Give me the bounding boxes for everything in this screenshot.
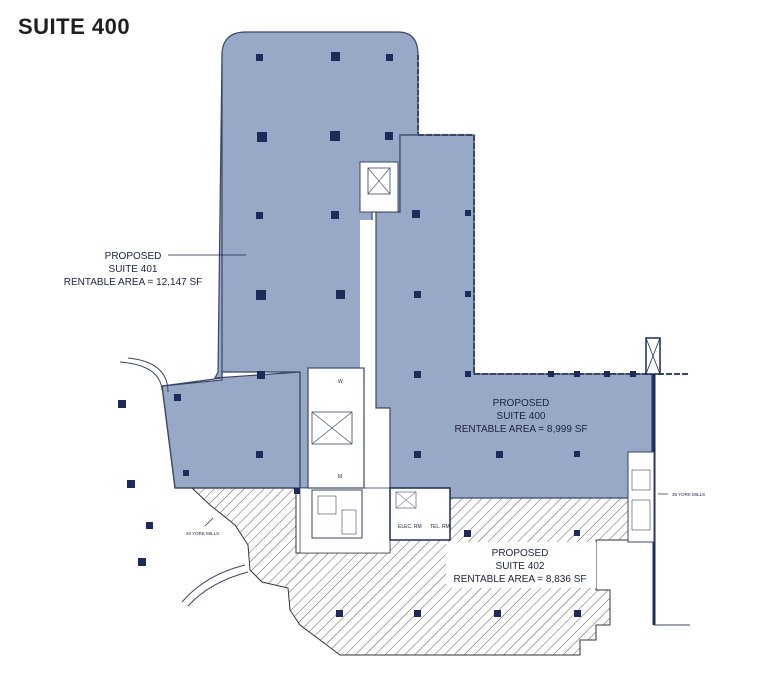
page-title: SUITE 400: [18, 14, 131, 39]
elec-room-label: ELEC. RM: [398, 524, 422, 530]
svg-text:RENTABLE AREA = 8,999 SF: RENTABLE AREA = 8,999 SF: [455, 424, 588, 435]
elec-tel-core: [389, 487, 451, 541]
suite-400-label: PROPOSED SUITE 400 RENTABLE AREA = 8,999…: [455, 398, 588, 435]
svg-text:RENTABLE AREA = 12,147 SF: RENTABLE AREA = 12,147 SF: [64, 277, 203, 288]
suite-400-area[interactable]: [375, 134, 653, 499]
svg-text:PROPOSED: PROPOSED: [105, 251, 162, 262]
stair-core-north: [359, 161, 399, 213]
tel-room-label: TEL. RM: [430, 524, 450, 530]
svg-text:SUITE 400: SUITE 400: [497, 411, 546, 422]
washroom-m-label: M: [338, 474, 342, 480]
svg-text:RENTABLE AREA = 8,836 SF: RENTABLE AREA = 8,836 SF: [454, 574, 587, 585]
washroom-core: [307, 367, 365, 489]
stair-core-east: [627, 451, 655, 543]
suite-401-label: PROPOSED SUITE 401 RENTABLE AREA = 12,14…: [64, 251, 246, 288]
york-mills-10-reference: 10 YORK MILLS: [186, 517, 219, 536]
svg-text:SUITE 401: SUITE 401: [109, 264, 158, 275]
columns: [118, 52, 636, 617]
svg-text:SUITE 402: SUITE 402: [496, 561, 545, 572]
svg-text:PROPOSED: PROPOSED: [492, 548, 549, 559]
suite-402-label: PROPOSED SUITE 402 RENTABLE AREA = 8,836…: [454, 548, 587, 585]
svg-text:PROPOSED: PROPOSED: [493, 398, 550, 409]
washroom-w-label: W: [338, 379, 343, 385]
york-mills-36-reference: 36 YORK MILLS: [658, 492, 705, 497]
svg-text:10 YORK MILLS: 10 YORK MILLS: [186, 531, 219, 536]
svg-text:36 YORK MILLS: 36 YORK MILLS: [672, 492, 705, 497]
